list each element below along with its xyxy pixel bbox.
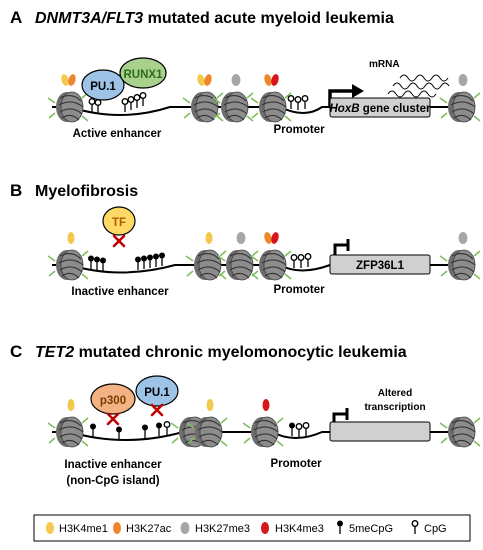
p300-factor-blocked: p300 (90, 383, 136, 426)
legend: H3K4me1 H3K27ac H3K27me3 H3K4me3 5meCpG … (33, 514, 471, 542)
tf-factor-blocked: TF (102, 206, 136, 248)
svg-text:PU.1: PU.1 (90, 81, 116, 93)
panel-b-promoter-label: Promoter (273, 284, 325, 296)
panel-a-enhancer-label: Active enhancer (73, 128, 162, 140)
panel-c-promoter-label: Promoter (270, 458, 322, 470)
pu1-factor: PU.1 (81, 69, 125, 101)
svg-text:p300: p300 (100, 395, 126, 407)
altered-gene-box (329, 421, 431, 442)
panel-a-promoter-label: Promoter (273, 124, 325, 136)
legend-swatch-h3k27ac (113, 522, 121, 534)
legend-label-cpg: CpG (424, 523, 447, 535)
panel-b-dna (52, 264, 470, 274)
panel-b-enhancer-label: Inactive enhancer (71, 286, 169, 298)
panel-c-enhancer-sublabel: (non-CpG island) (66, 475, 159, 487)
altered-transcription-label-1: Altered (378, 388, 412, 399)
svg-text:PU.1: PU.1 (144, 387, 170, 399)
panel-c-title: TET2 mutated chronic myelomonocytic leuk… (35, 344, 407, 361)
panel-a-letter: A (10, 8, 22, 27)
panel-c: C TET2 mutated chronic myelomonocytic le… (10, 342, 481, 487)
pu1-factor-blocked: PU.1 (135, 375, 179, 417)
panel-a: A DNMT3A/FLT3 mutated acute myeloid leuk… (10, 8, 481, 140)
panel-c-enhancer-label: Inactive enhancer (64, 459, 162, 471)
svg-text:HoxB gene cluster: HoxB gene cluster (330, 103, 431, 115)
panel-b-histone-marks (67, 232, 468, 244)
legend-label-5mecpg: 5meCpG (349, 523, 393, 535)
panel-b-promoter-cpg (290, 253, 312, 269)
svg-text:ZFP36L1: ZFP36L1 (356, 260, 405, 272)
panel-b-methylated-cpg (87, 251, 166, 272)
panel-c-letter: C (10, 342, 22, 361)
legend-label-h3k4me1: H3K4me1 (59, 523, 108, 535)
panel-a-title: DNMT3A/FLT3 mutated acute myeloid leukem… (35, 10, 394, 27)
svg-text:TF: TF (112, 217, 126, 229)
panel-c-histone-marks (67, 399, 270, 411)
zfp36l1-gene-box: ZFP36L1 (329, 254, 431, 275)
panel-a-histone-marks (61, 74, 468, 86)
mrna-transcripts (387, 74, 450, 98)
legend-box (33, 514, 471, 542)
mrna-label: mRNA (369, 59, 400, 70)
hoxb-gene-box: HoxB gene cluster (329, 97, 431, 118)
legend-label-h3k27ac: H3K27ac (126, 523, 172, 535)
svg-text:RUNX1: RUNX1 (124, 69, 164, 81)
panel-b-letter: B (10, 181, 22, 200)
panel-b: B Myelofibrosis TF (10, 181, 481, 298)
legend-swatch-h3k27me3 (180, 522, 190, 534)
runx1-factor: RUNX1 (119, 57, 167, 89)
legend-swatch-h3k4me1 (46, 522, 54, 534)
legend-swatch-h3k4me3 (261, 522, 269, 534)
altered-transcription-label-2: transcription (364, 402, 425, 413)
legend-label-h3k4me3: H3K4me3 (275, 523, 324, 535)
panel-b-title: Myelofibrosis (35, 183, 138, 200)
legend-label-h3k27me3: H3K27me3 (195, 523, 250, 535)
